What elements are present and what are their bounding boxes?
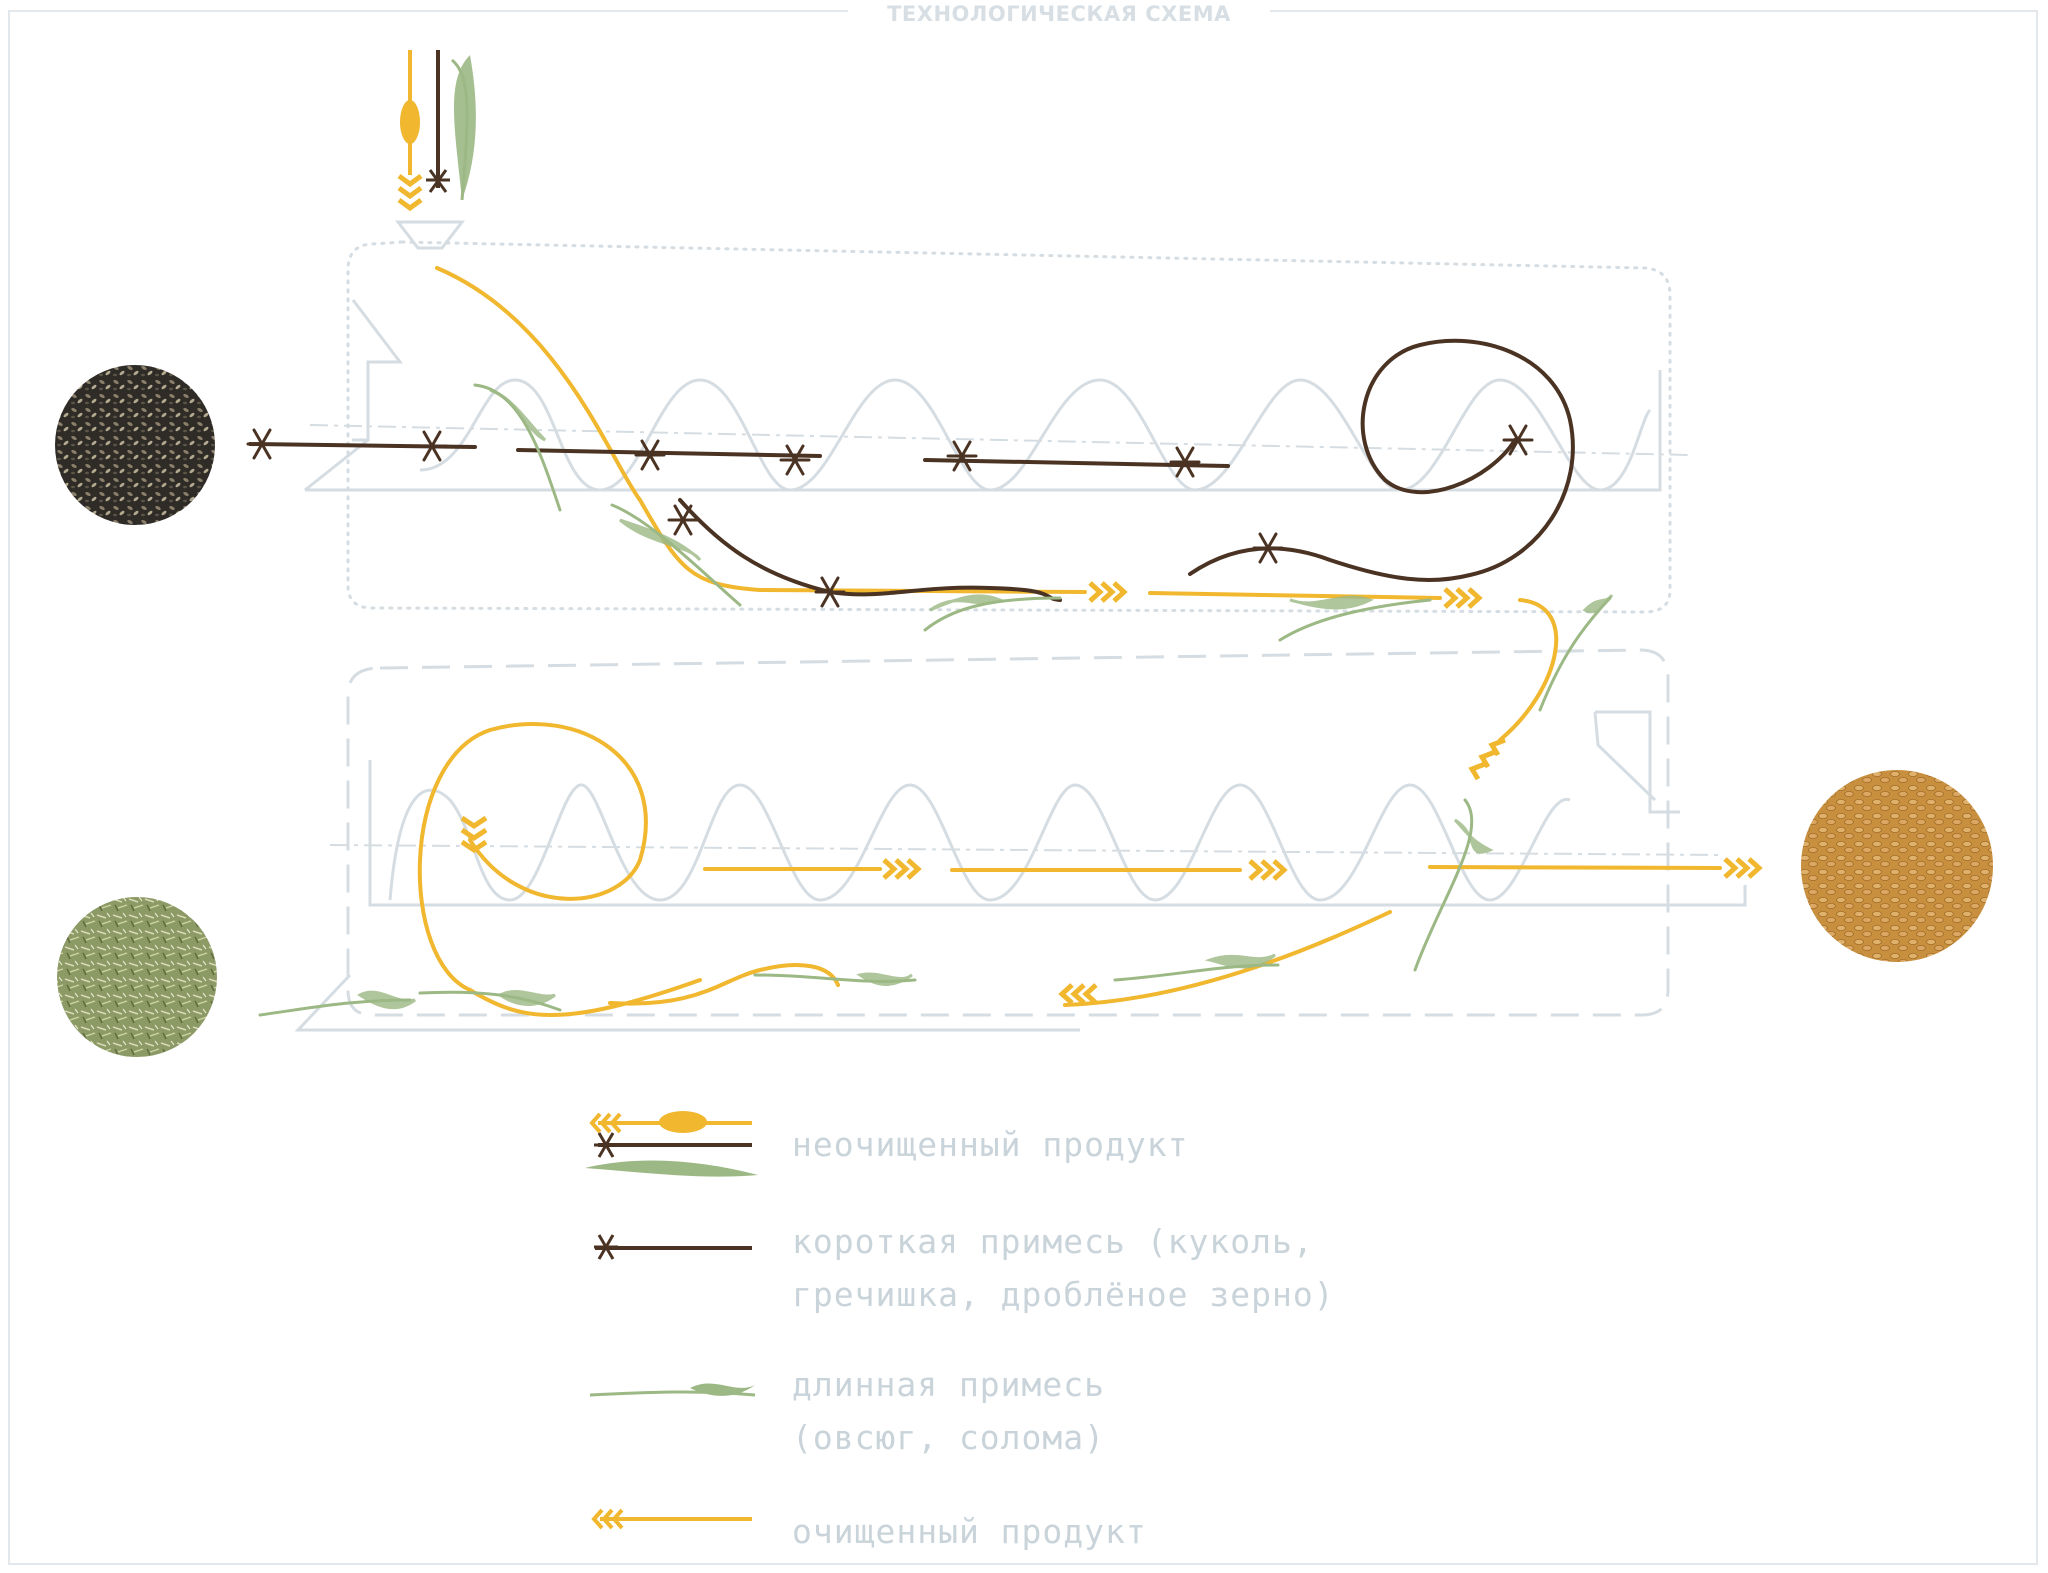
lower-machine-outline (294, 648, 1747, 1032)
legend-long-line1: длинная примесь (792, 1365, 1106, 1404)
legend-icon-clean (591, 1508, 752, 1530)
diagram-title: ТЕХНОЛОГИЧЕСКАЯ СХЕМА (848, 0, 1270, 28)
long-impurity-sample (57, 897, 217, 1057)
legend-icon-short (594, 1234, 752, 1260)
upper-machine-outline (304, 220, 1691, 614)
legend-short: короткая примесь (куколь, гречишка, дроб… (792, 1215, 1335, 1321)
clean-product-flow (417, 266, 1722, 1017)
legend-unclean: неочищенный продукт (792, 1118, 1189, 1171)
clean-grain-sample (1801, 770, 1993, 962)
long-impurity-flow (258, 383, 1614, 1017)
legend-icon-long (589, 1383, 756, 1397)
legend-icon-unclean (585, 1111, 758, 1177)
short-impurity-sample (55, 365, 215, 525)
clean-product-chevrons (460, 581, 1763, 1005)
legend-long-line2: (овсюг, солома) (792, 1418, 1106, 1457)
short-impurity-stars (246, 424, 1534, 608)
legend-unclean-label: неочищенный продукт (792, 1125, 1189, 1164)
legend-short-line2: гречишка, дроблёное зерно) (792, 1275, 1335, 1314)
legend-short-line1: короткая примесь (куколь, (792, 1222, 1314, 1261)
legend-clean-label: очищенный продукт (792, 1512, 1147, 1551)
legend-long: длинная примесь (овсюг, солома) (792, 1358, 1105, 1464)
legend-clean: очищенный продукт (792, 1505, 1147, 1558)
input-feed (397, 50, 476, 212)
